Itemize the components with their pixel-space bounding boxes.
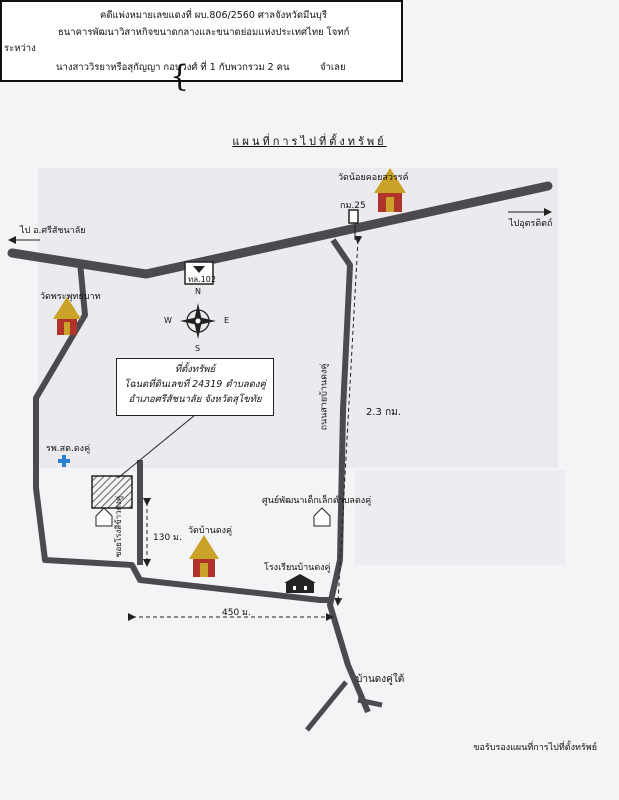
callout-title: ที่ตั้งทรัพย์ bbox=[174, 364, 216, 375]
school-icon bbox=[284, 574, 316, 593]
temple-icon-bandongku bbox=[189, 535, 219, 577]
distance-2.3km-arrow bbox=[334, 235, 363, 606]
certification-note: ขอรับรองแผนที่การไปที่ตั้งทรัพย์ bbox=[473, 743, 597, 753]
temple-bandongku-label: วัดบ้านดงคู่ bbox=[188, 526, 233, 536]
background-box-ghost bbox=[355, 470, 565, 565]
hospital-label: รพ.สต.ดงคู่ bbox=[46, 444, 91, 454]
alley-label: ซอยโรงสีข้าวดงคู่ bbox=[114, 495, 124, 558]
south-branch bbox=[305, 680, 348, 732]
between-label: ระหว่าง bbox=[4, 43, 36, 54]
school-label: โรงเรียนบ้านดงคู่ bbox=[264, 563, 331, 573]
callout-deed: โฉนดที่ดินเลขที่ 24319 ตำบลดงคู่ bbox=[124, 379, 266, 390]
defendant: นางสาววิรยาหรือสุกัญญา กอนวงศ์ ที่ 1 กับ… bbox=[56, 62, 290, 73]
compass-icon bbox=[180, 303, 216, 339]
compass-e: E bbox=[224, 316, 230, 325]
callout-district: อำเภอศรีสัชนาลัย จังหวัดสุโขทัย bbox=[128, 394, 262, 405]
brace-symbol: { bbox=[170, 59, 190, 94]
temple-icon-noi bbox=[374, 168, 406, 212]
road-name-label: ถนนสายบ้านดงคู่ bbox=[319, 363, 330, 431]
km25-label: กม.25 bbox=[340, 201, 366, 211]
case-number: คดีแพ่งหมายเลขแดงที่ ผบ.806/2560 ศาลจังห… bbox=[100, 10, 327, 21]
main-highway bbox=[7, 181, 553, 279]
property-plot bbox=[91, 475, 133, 509]
map-title: แผนที่การไปที่ตั้งทรัพย์ bbox=[232, 135, 387, 148]
hospital-icon bbox=[58, 455, 70, 467]
compass-s: S bbox=[195, 344, 201, 353]
background-photo-ghost bbox=[38, 168, 558, 468]
distance-450m-label: 450 ม. bbox=[222, 608, 251, 618]
house-icon bbox=[95, 507, 331, 527]
compass-n: N bbox=[195, 287, 201, 296]
case-header-box: คดีแพ่งหมายเลขแดงที่ ผบ.806/2560 ศาลจังห… bbox=[0, 0, 403, 82]
callout-pointer bbox=[117, 414, 196, 479]
village-south-label: บ้านดงคู่ใต้ bbox=[356, 674, 405, 685]
to-sri-label: ไป อ.ศรีสัชนาลัย bbox=[20, 226, 86, 236]
highway-label: ทล.102 bbox=[188, 275, 216, 284]
to-uttaradit-label: ไปอุตรดิตถ์ bbox=[509, 219, 553, 229]
plaintiff: ธนาคารพัฒนาวิสาหกิจขนาดกลางและขนาดย่อมแห… bbox=[58, 27, 350, 38]
temple-phra-phutthabat-label: วัดพระพุทธบาท bbox=[40, 292, 101, 302]
km25-marker bbox=[348, 209, 359, 224]
temple-noi-label: วัดน้อยคอยสวรรค์ bbox=[338, 173, 409, 183]
temple-icon-phra-phutthabat bbox=[53, 297, 81, 335]
south-branch-2 bbox=[357, 697, 383, 708]
property-callout: ที่ตั้งทรัพย์ โฉนดที่ดินเลขที่ 24319 ตำบ… bbox=[116, 358, 274, 416]
defendant-role: จำเลย bbox=[320, 62, 346, 73]
compass-w: W bbox=[164, 316, 172, 325]
distance-2.3km-label: 2.3 กม. bbox=[366, 407, 401, 418]
highway-shield bbox=[184, 261, 214, 285]
west-road bbox=[33, 261, 330, 603]
east-road bbox=[327, 238, 371, 714]
distance-130m-label: 130 ม. bbox=[153, 533, 182, 543]
childcare-label: ศูนย์พัฒนาเด็กเล็กตำบลดงคู่ bbox=[262, 496, 372, 506]
